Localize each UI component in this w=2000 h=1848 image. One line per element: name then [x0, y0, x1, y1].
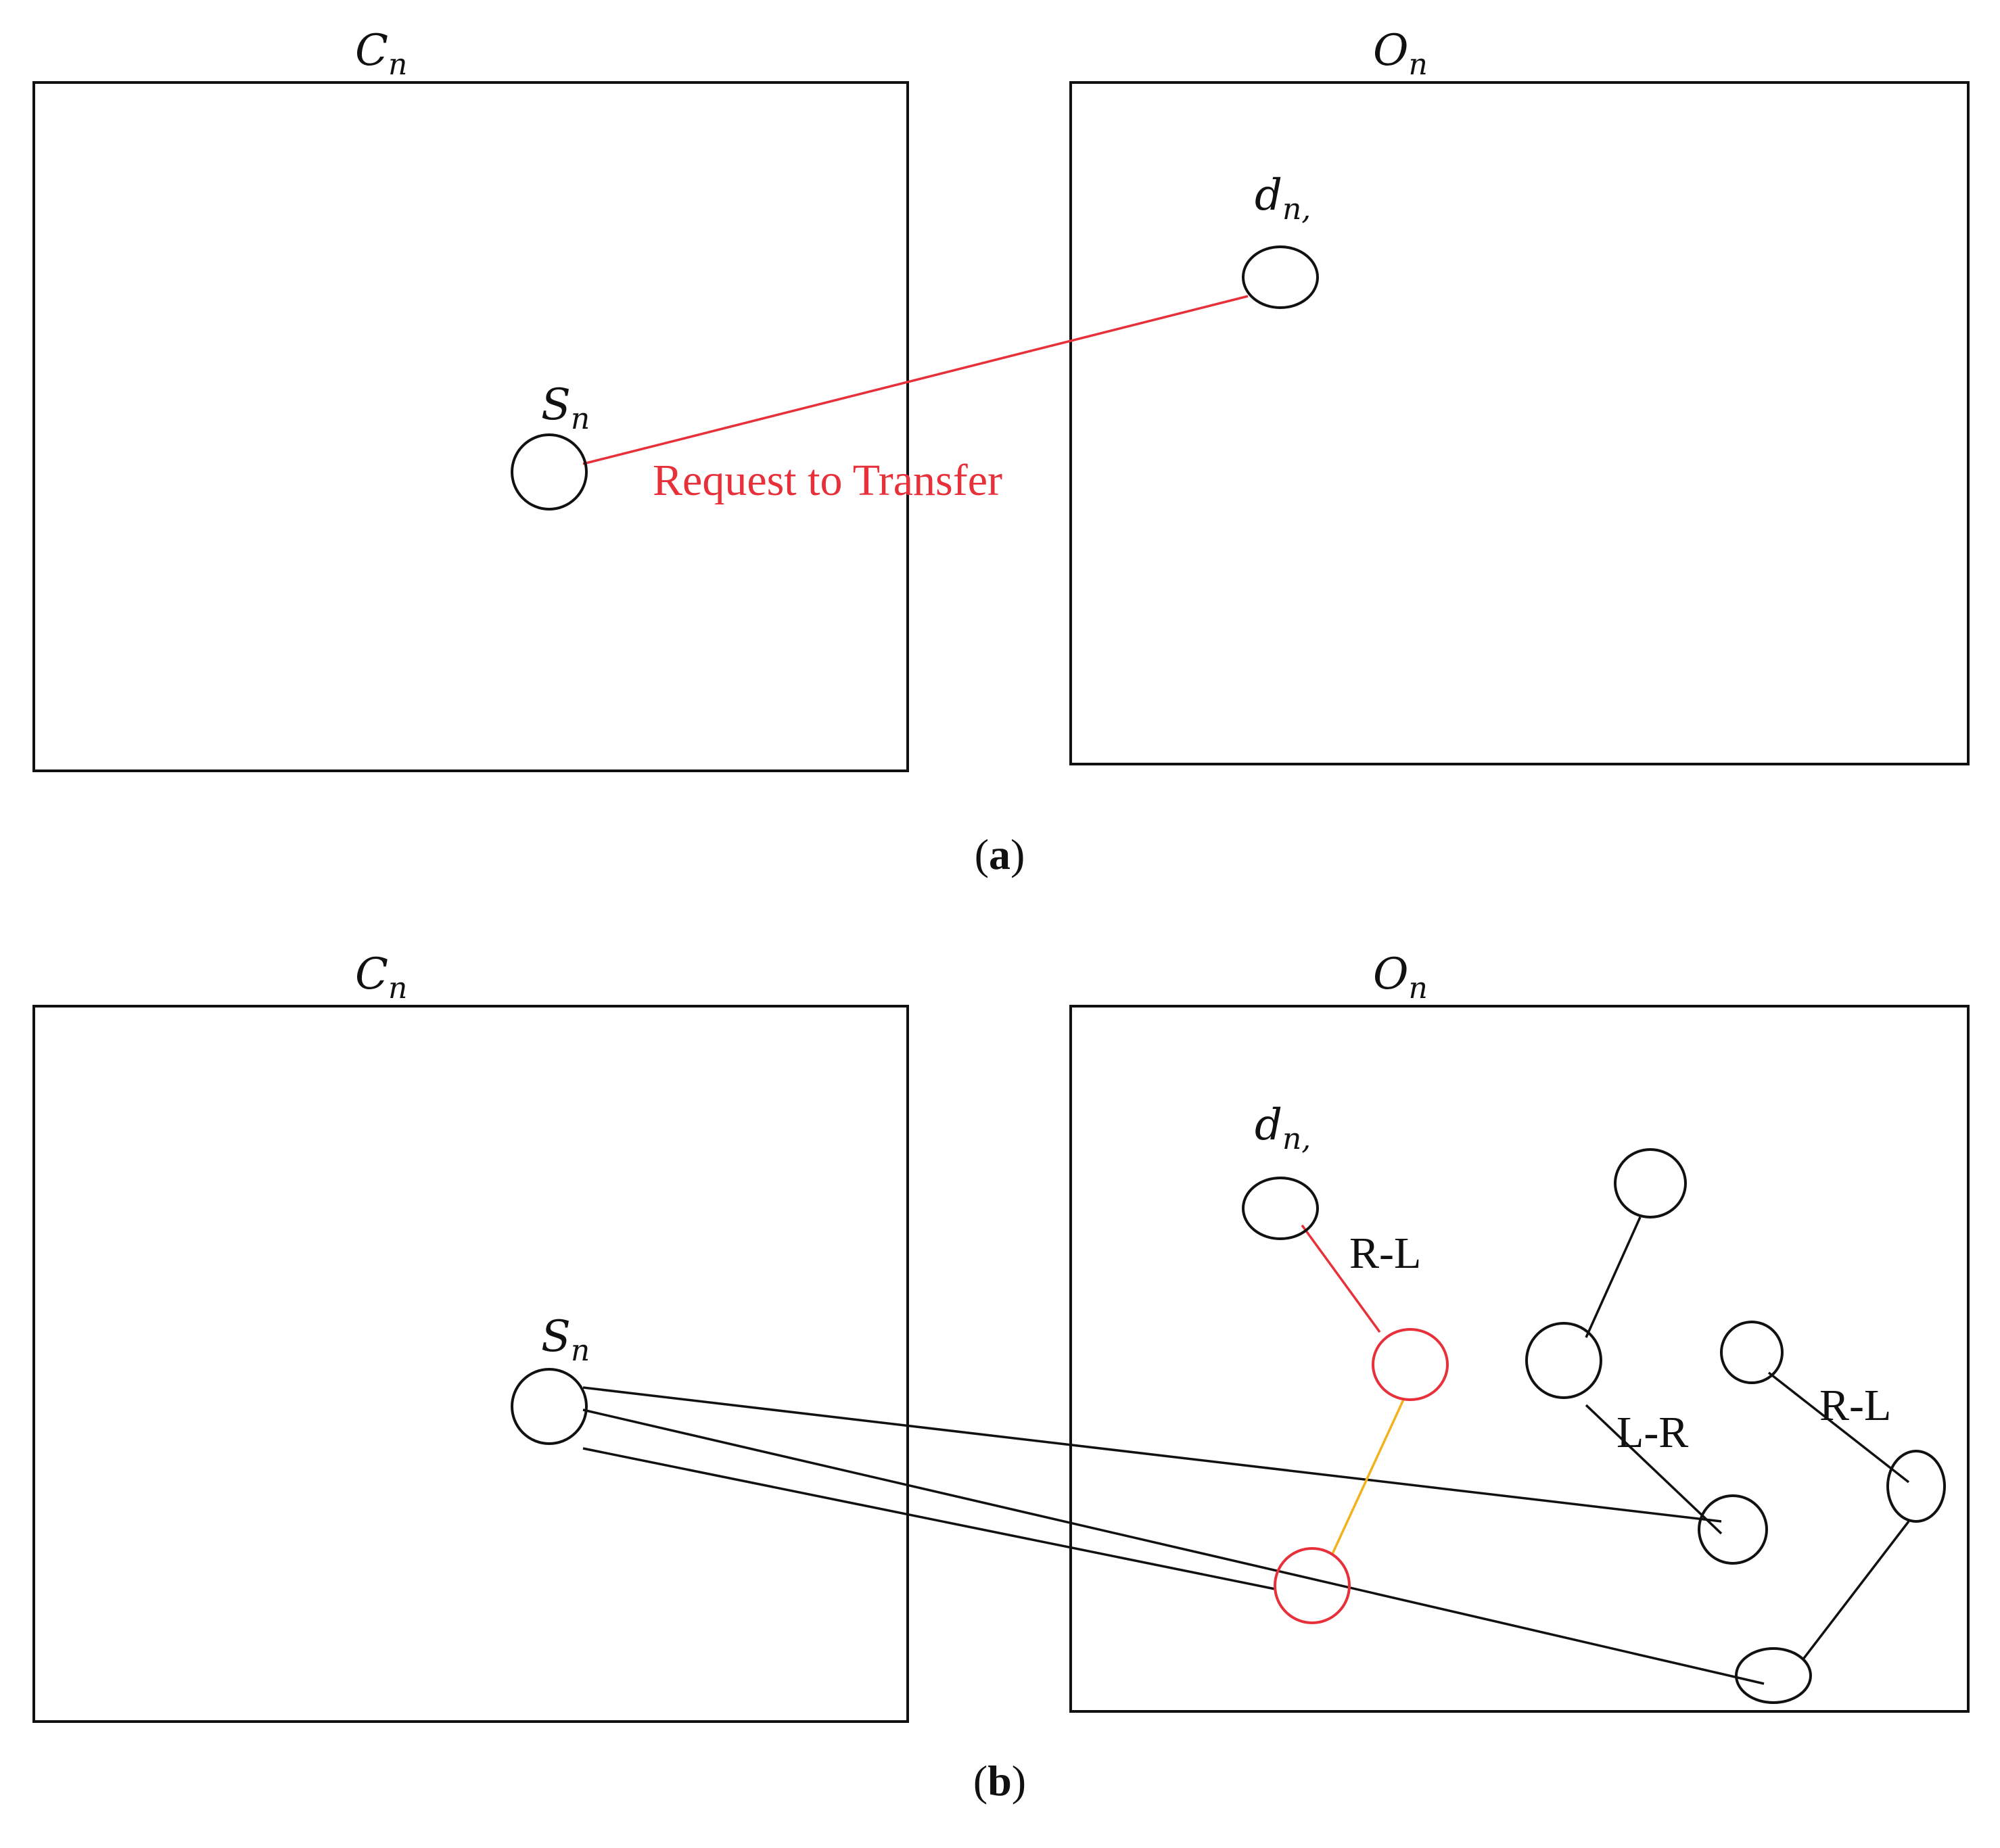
panel-b: Cn On Sn dn, R-L [32, 949, 1970, 1805]
edge-label-rl-1: R-L [1349, 1229, 1421, 1278]
link-source-to-node-lr-bottom [582, 1386, 1722, 1523]
dest-label-b: dn, [1255, 1100, 1311, 1156]
other-label-base: O [1373, 26, 1408, 76]
cluster-label-base: C [355, 949, 388, 999]
link-source-to-red-node [582, 1408, 1765, 1685]
source-label-b: Sn [541, 1312, 590, 1368]
panel-a: Cn On Sn dn, Request to Transfer (a) [32, 26, 1970, 878]
link-source-to-bottom-node [582, 1447, 1276, 1590]
caption-a-letter: a [989, 830, 1010, 878]
cluster-label-a: Cn [355, 26, 407, 82]
source-label-a: Sn [541, 380, 590, 436]
link-small-to-right [1767, 1371, 1910, 1484]
request-line [582, 295, 1249, 465]
node-bottom [1735, 1647, 1812, 1704]
edge-label-rl-2: R-L [1819, 1381, 1891, 1430]
cluster-label-b: Cn [355, 949, 407, 1005]
source-node-a [511, 433, 588, 511]
other-label-base: O [1373, 949, 1408, 999]
dest-node-b [1242, 1177, 1319, 1240]
dest-label-a: dn, [1255, 170, 1311, 227]
other-box-b [1069, 1005, 1970, 1713]
node-mid [1525, 1322, 1602, 1399]
cluster-box-b [32, 1005, 909, 1723]
node-right [1886, 1450, 1946, 1523]
edge-label-lr: L-R [1617, 1408, 1688, 1457]
source-node-b [511, 1368, 588, 1445]
source-label-sub: n [571, 1333, 590, 1368]
node-small-right [1720, 1321, 1784, 1384]
other-label-b: On [1373, 949, 1428, 1005]
node-lr-bottom [1698, 1494, 1768, 1565]
link-right-to-bottom [1801, 1520, 1910, 1661]
source-label-sub: n [571, 402, 590, 436]
cluster-label-base: C [355, 26, 388, 76]
other-label-sub: n [1408, 971, 1427, 1005]
caption-b: (b) [973, 1757, 1026, 1805]
node-top [1614, 1148, 1687, 1218]
dest-label-base: d [1255, 1100, 1282, 1150]
dest-label-base: d [1255, 170, 1282, 220]
cluster-label-sub: n [388, 47, 407, 82]
source-label-base: S [541, 380, 571, 430]
dest-node-a [1242, 245, 1319, 309]
caption-b-letter: b [987, 1757, 1012, 1805]
caption-a: (a) [975, 830, 1025, 878]
other-label-sub: n [1408, 47, 1427, 82]
link-red-upper-to-red-lower [1331, 1399, 1405, 1555]
source-label-base: S [541, 1312, 571, 1362]
red-node-lower [1274, 1547, 1351, 1624]
dest-label-sub: n, [1282, 1122, 1311, 1156]
other-box-a [1069, 81, 1970, 765]
link-top-to-mid [1585, 1216, 1642, 1338]
link-dest-to-red-upper [1301, 1224, 1381, 1333]
cluster-label-sub: n [388, 971, 407, 1005]
dest-label-sub: n, [1282, 192, 1311, 227]
link-mid-to-lr-bottom [1585, 1404, 1723, 1535]
cluster-box-a [32, 81, 909, 772]
red-node-upper [1372, 1328, 1449, 1401]
other-label-a: On [1373, 26, 1428, 82]
request-label: Request to Transfer [653, 456, 1002, 505]
